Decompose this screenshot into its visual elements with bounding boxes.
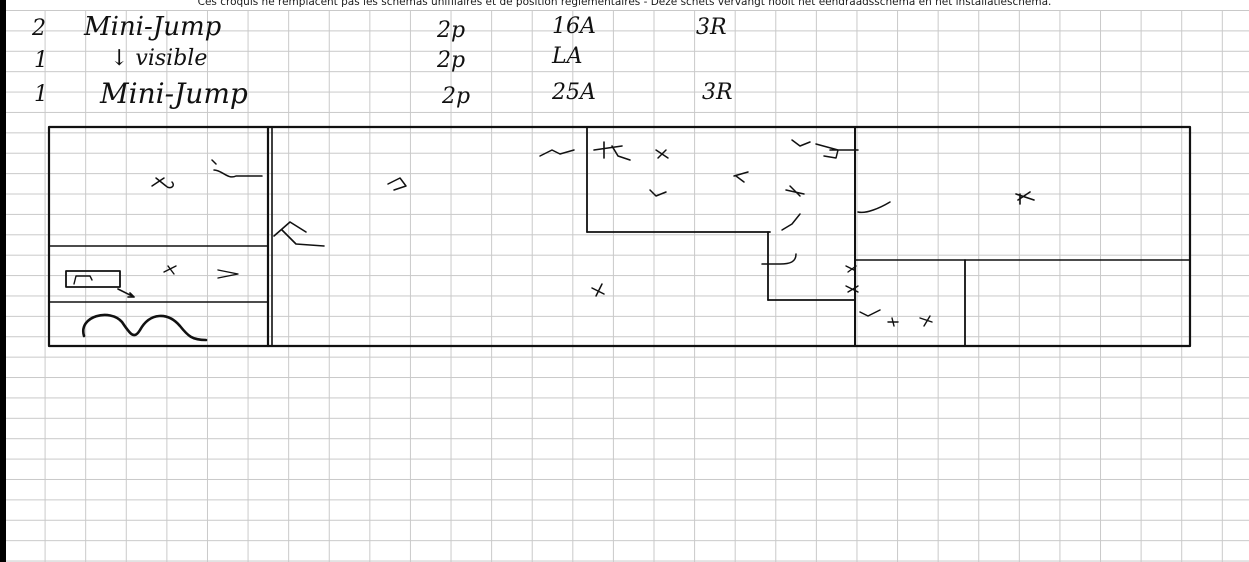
- disclaimer-text: Ces croquis ne remplacent pas les schéma…: [197, 0, 1052, 8]
- check-mark: [649, 189, 667, 197]
- floor-plan-outline: [47, 125, 1192, 348]
- legend-qty: 1: [34, 48, 48, 73]
- switch-symbol: [211, 159, 263, 178]
- legend-current: 25A: [552, 80, 596, 105]
- arc-mark: [857, 201, 891, 214]
- legend-description: Mini-Jump: [84, 12, 222, 42]
- legend-extra: 3R: [696, 15, 727, 40]
- legend-poles: 2p: [437, 48, 466, 73]
- panel-symbol: [1015, 191, 1035, 205]
- plus-mark: [887, 317, 899, 327]
- legend-current: 16A: [552, 14, 596, 39]
- arrow-mark: [117, 288, 135, 298]
- cross-mark: [845, 265, 857, 273]
- arc-mark: [859, 309, 881, 317]
- squiggle-mark: [82, 313, 208, 342]
- legend-description: Mini-Jump: [100, 77, 248, 110]
- cross-mark: [655, 149, 669, 159]
- legend-qty: 1: [34, 82, 48, 107]
- legend-qty: 2: [32, 16, 46, 41]
- legend-extra: 3R: [702, 80, 733, 105]
- light-point-symbol: [387, 177, 407, 191]
- page-edge: [0, 0, 6, 562]
- door-symbol: [273, 221, 325, 247]
- cross-mark: [919, 315, 933, 327]
- legend-description: ↓ visible: [110, 46, 208, 71]
- dash-mark: [539, 149, 575, 157]
- cross-mark: [163, 265, 177, 275]
- check-mark: [781, 213, 801, 231]
- switch-symbol: [593, 141, 631, 161]
- header-strip: [0, 0, 1249, 10]
- outlet-symbol: [217, 269, 239, 279]
- cross-mark: [591, 283, 605, 297]
- distribution-board-symbol: [65, 270, 121, 288]
- cross-mark: [785, 185, 805, 197]
- legend-current: LA: [552, 44, 583, 69]
- light-point-symbol: [151, 177, 175, 189]
- check-mark: [733, 171, 749, 183]
- arc-mark: [761, 253, 797, 265]
- cross-mark: [845, 285, 859, 293]
- switch-symbol: [791, 139, 859, 159]
- legend-poles: 2p: [442, 84, 471, 109]
- board-mark: [73, 275, 93, 285]
- legend-poles: 2p: [437, 18, 466, 43]
